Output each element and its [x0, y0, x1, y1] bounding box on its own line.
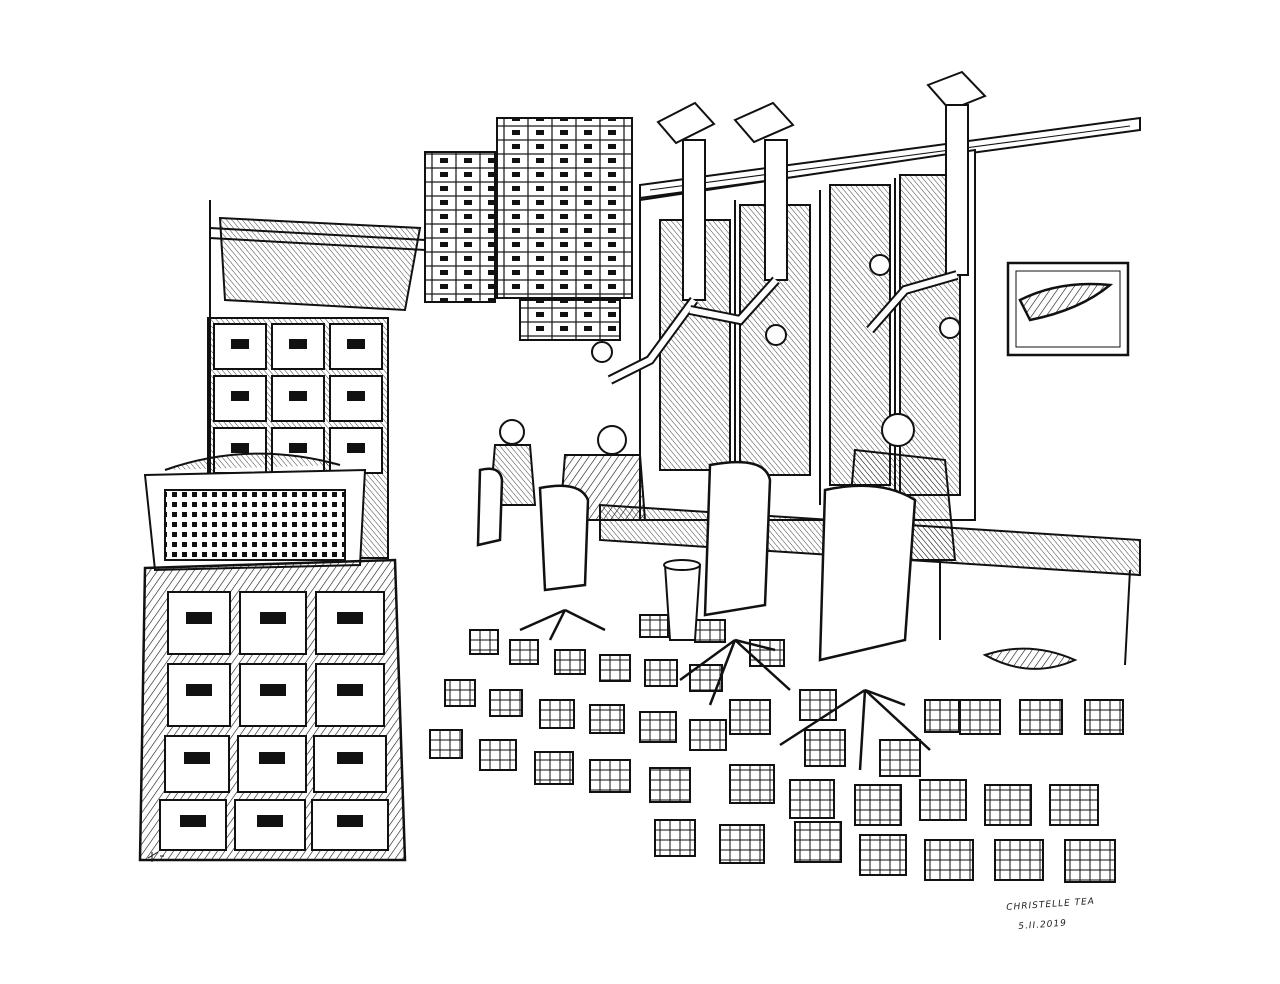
floor-slide-trays	[429, 614, 1124, 883]
wastebasket	[663, 559, 702, 641]
lower-card-catalog-cabinet	[138, 558, 407, 862]
office-chairs	[476, 460, 931, 771]
top-shelf	[209, 200, 426, 560]
extraction-arms	[591, 70, 987, 385]
stacked-storage-boxes	[424, 117, 633, 341]
lattice-basket	[143, 452, 367, 572]
artist-monogram	[147, 851, 164, 862]
wall-picture	[1006, 261, 1130, 357]
